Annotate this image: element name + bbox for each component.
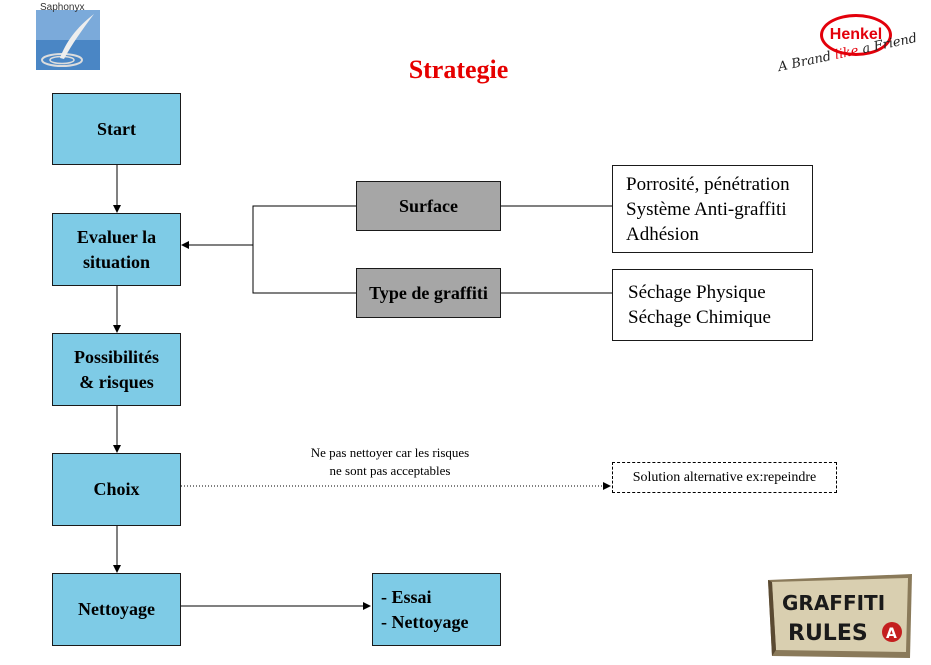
factor-box-type-graffiti: Type de graffiti [356, 268, 501, 318]
flow-label-evaluer: Evaluer la situation [76, 226, 157, 272]
flow-label-choix: Choix [93, 479, 140, 499]
detail-box-graffiti: Séchage Physique Séchage Chimique [612, 269, 813, 341]
flow-box-nettoyage: Nettoyage [52, 573, 181, 646]
detail-text-surface: Porrosité, pénétration Système Anti-graf… [626, 173, 790, 245]
detail-text-graffiti: Séchage Physique Séchage Chimique [628, 282, 771, 328]
saphonyx-logo [36, 10, 100, 70]
outcome-text: - Essai - Nettoyage [381, 586, 469, 632]
graffiti-rules-sign: GRAFFITI RULES A [768, 574, 912, 658]
flow-box-choix: Choix [52, 453, 181, 526]
choice-note: Ne pas nettoyer car les risques ne sont … [310, 445, 470, 478]
sign-text-line2: RULES [788, 621, 868, 646]
factor-label-type-graffiti: Type de graffiti [369, 282, 488, 303]
henkel-logo: Henkel [820, 14, 892, 56]
flow-box-evaluer: Evaluer la situation [52, 213, 181, 286]
svg-text:A: A [886, 626, 897, 642]
page-title: Strategie [408, 55, 509, 84]
detail-box-surface: Porrosité, pénétration Système Anti-graf… [612, 165, 813, 253]
factor-label-surface: Surface [399, 195, 458, 216]
anarchy-symbol-icon [882, 622, 902, 642]
flow-label-possibilites: Possibilités & risques [73, 346, 159, 392]
factor-box-surface: Surface [356, 181, 501, 231]
flow-box-possibilites: Possibilités & risques [52, 333, 181, 406]
connector-surface [252, 205, 356, 294]
flow-label-start: Start [97, 118, 136, 139]
outcome-box: - Essai - Nettoyage [372, 573, 501, 646]
sign-text-line1: GRAFFITI [782, 591, 885, 615]
alternative-label: Solution alternative ex:repeindre [632, 469, 817, 485]
flow-box-start: Start [52, 93, 181, 165]
alternative-box: Solution alternative ex:repeindre [612, 462, 837, 493]
flow-label-nettoyage: Nettoyage [78, 599, 155, 619]
saphonyx-logo-text: Saphonyx [40, 2, 85, 13]
